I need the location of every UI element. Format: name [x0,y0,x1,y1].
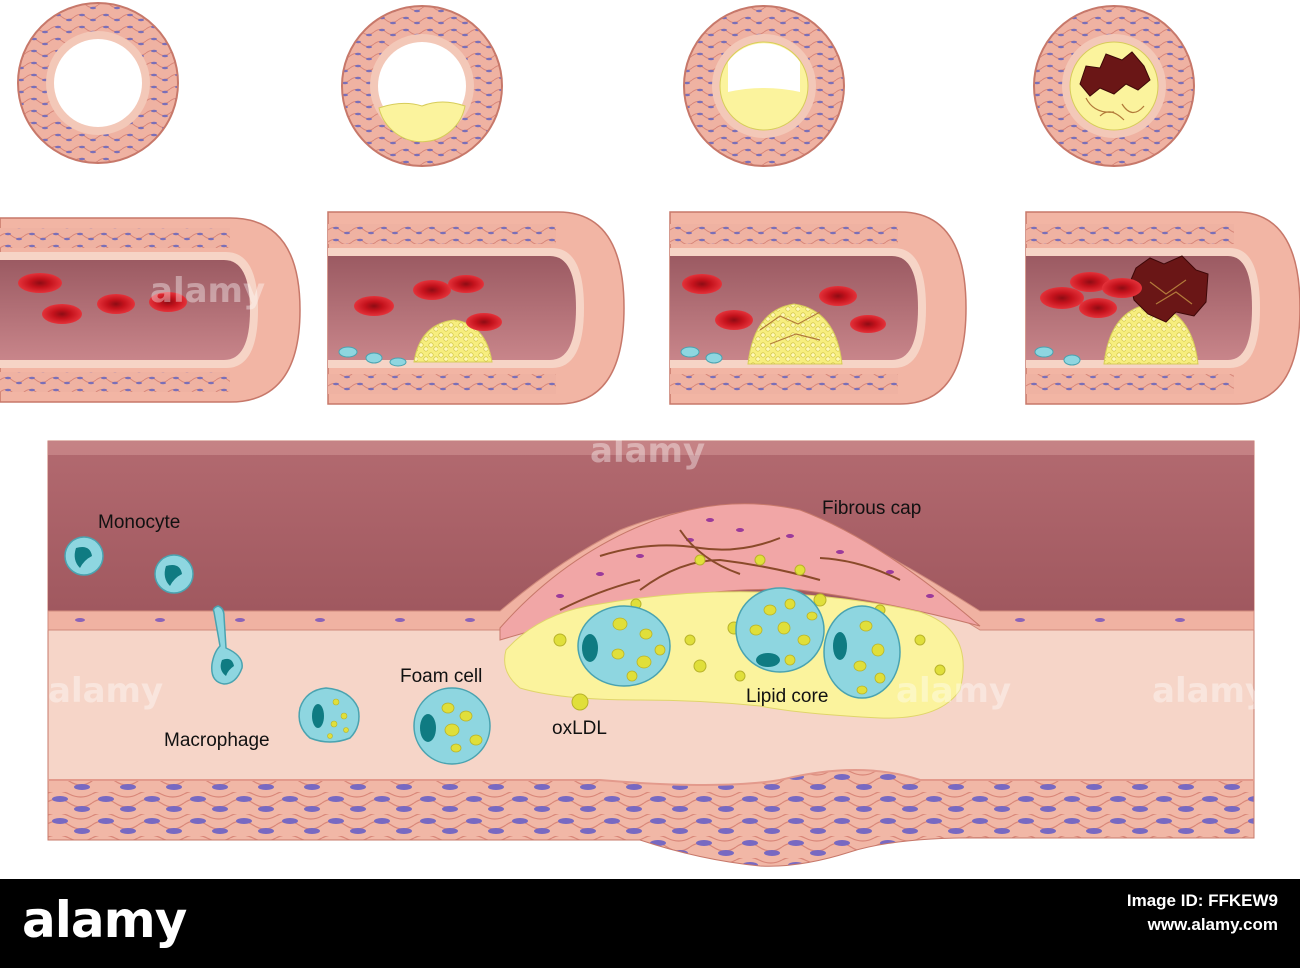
label-lipid-core: Lipid core [746,686,828,707]
detailed-plaque-section: Monocyte Macrophage Foam cell oxLDL Lipi… [47,440,1255,867]
footer-bar: alamy Image ID: FFKEW9 www.alamy.com [0,879,1300,968]
watermark-2: alamy [48,671,163,711]
watermark-3: alamy [590,431,705,471]
cross-section-fibrous-plaque [683,5,845,167]
foam-cell-core-2 [735,587,825,673]
longitudinal-fibrous-plaque [669,211,967,405]
image-id: Image ID: FFKEW9 [1126,891,1278,910]
cap-smooth-muscle-cells [556,518,934,598]
foam-cell-core-3 [823,605,901,699]
foam-cell [413,687,491,765]
watermarks: alamy alamy alamy alamy alamy [48,271,1267,711]
longitudinal-fatty-streak [327,211,625,405]
watermark-5: alamy [1152,671,1267,711]
cross-section-thrombus [1033,5,1195,167]
longitudinal-sections-row [0,211,1300,405]
monocyte-cell-1 [64,536,104,576]
endothelial-cells [75,618,1185,622]
transmigrating-monocyte [211,605,243,685]
site-url: www.alamy.com [1147,915,1278,934]
label-monocyte: Monocyte [98,512,180,533]
label-oxldl: oxLDL [552,718,607,739]
cross-section-fatty-streak [341,5,503,167]
longitudinal-normal [0,217,301,403]
cross-sections-row [17,2,1195,167]
label-macrophage: Macrophage [164,730,270,751]
oxldl-particle [571,693,589,711]
macrophage-cell [298,687,360,743]
collagen-fibers [559,529,901,611]
watermark-1: alamy [150,271,265,311]
foam-cell-core-1 [577,605,671,687]
longitudinal-thrombus [1025,211,1300,405]
image-info: Image ID: FFKEW9 www.alamy.com [1127,889,1278,937]
label-fibrous-cap: Fibrous cap [822,498,921,519]
label-foam-cell: Foam cell [400,666,482,687]
watermark-4: alamy [896,671,1011,711]
cross-section-normal [17,2,179,164]
brand-logo: alamy [22,891,187,949]
monocyte-cell-2 [154,554,194,594]
